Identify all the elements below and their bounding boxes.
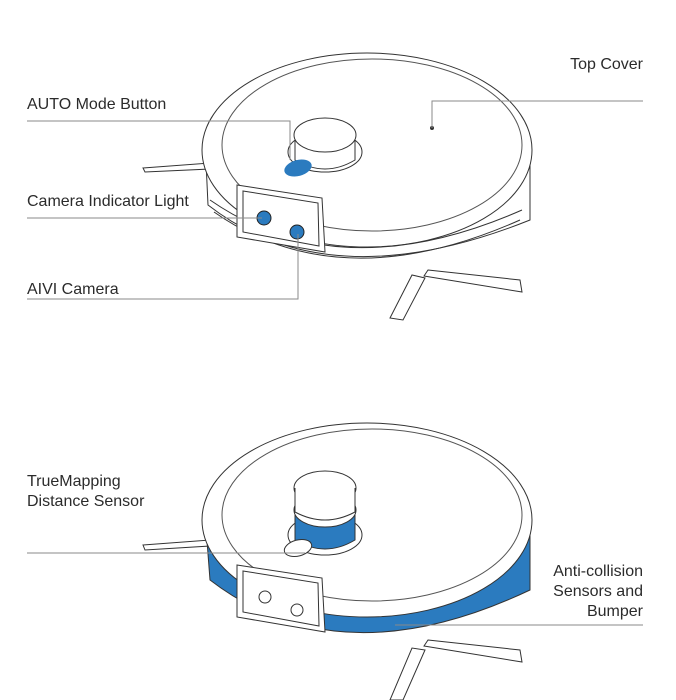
label-auto-mode-button: AUTO Mode Button xyxy=(27,96,167,113)
label-line: Bumper xyxy=(586,603,643,620)
label-anti-collision-sensors: Anti-collision Sensors and Bumper xyxy=(553,562,643,622)
bottom-robot-illustration xyxy=(142,422,533,700)
label-line: TrueMapping xyxy=(27,473,121,490)
label-camera-indicator-light: Camera Indicator Light xyxy=(27,193,189,210)
top-robot-illustration xyxy=(142,52,533,321)
label-truemapping-distance-sensor: TrueMapping Distance Sensor xyxy=(27,472,144,512)
label-top-cover: Top Cover xyxy=(570,56,643,73)
label-line: Sensors and xyxy=(553,583,643,600)
bottom-leader-lines xyxy=(27,552,643,626)
top-leader-lines xyxy=(27,100,643,300)
label-line: Anti-collision xyxy=(553,563,643,580)
label-aivi-camera: AIVI Camera xyxy=(27,281,119,298)
auto-mode-button-marker xyxy=(284,159,312,177)
aivi-camera-marker xyxy=(289,224,305,240)
label-line: Distance Sensor xyxy=(27,493,145,510)
